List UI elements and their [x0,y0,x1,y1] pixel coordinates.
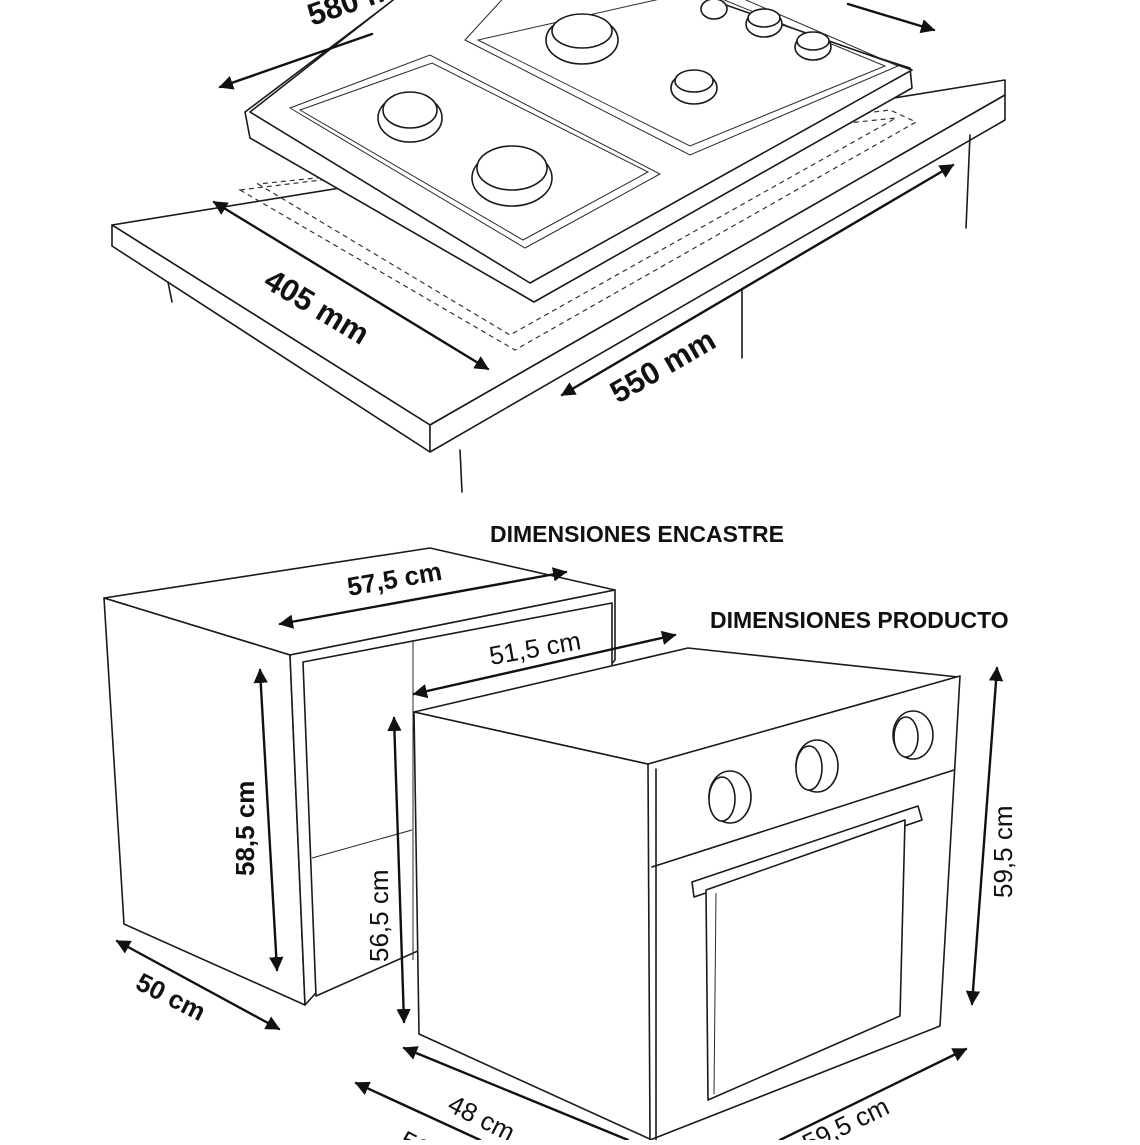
oven-door-window [705,819,906,1101]
oven-knobs [708,710,934,824]
burner-front-left [471,145,553,207]
oven-body-height-arrow [387,716,411,1024]
burner-rear-right [545,13,619,65]
oven-front-width-arrow [778,1047,968,1142]
encastre-heading: DIMENSIONES ENCASTRE [490,521,784,547]
cooktop-dimension-arrows [212,2,955,397]
oven-front-height-label: 59,5 cm [988,806,1018,899]
niche-height-arrow [253,668,284,972]
oven-front-width-label: 59,5 cm [797,1091,893,1140]
width-arrow-left [218,32,374,90]
cooktop-knob-cap [747,8,781,28]
burner-rear-left [377,91,443,143]
niche-depth-label: 50 cm [131,967,210,1027]
oven-drawing: 51,5 cm 56,5 cm 59,5 cm 48 cm 56 cm 59,5… [354,625,1018,1145]
oven-body-width-arrow [412,630,677,699]
producto-heading: DIMENSIONES PRODUCTO [710,607,1009,633]
burner-front-right [670,69,718,105]
cooktop-knobs [700,0,832,61]
oven-front-height-arrow [965,666,1004,1006]
oven-body-height-label: 56,5 cm [364,870,394,963]
niche-height-label: 58,5 cm [230,781,260,876]
niche-width-arrow [278,567,568,629]
cooktop-drawing: 580 mm 405 mm 550 mm [111,0,1006,493]
cutout-width-arrow [560,163,955,397]
oven-overall-depth-arrow [354,1081,482,1142]
width-arrow-right [846,2,936,34]
cooktop-knob [700,0,728,20]
oven-body-depth-arrow [402,1046,630,1142]
cooktop-knob-cap [796,31,830,51]
cutout-depth-arrow [212,200,490,371]
niche-depth-arrow [115,939,281,1031]
oven-body-depth-label: 48 cm [443,1089,520,1140]
